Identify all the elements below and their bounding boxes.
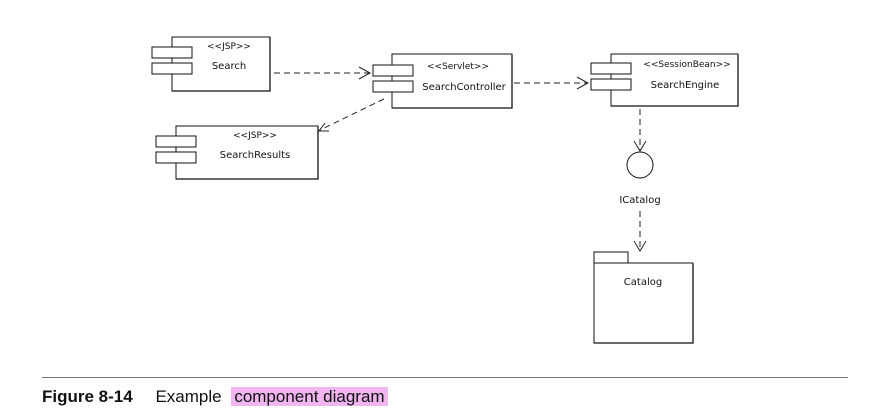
dependency-controller-to-results: [318, 98, 385, 132]
search-stereotype: <<JSP>>: [207, 42, 251, 52]
search-engine-name: SearchEngine: [651, 80, 720, 91]
search-engine-stereotype: <<SessionBean>>: [643, 60, 730, 70]
component-search-results: <<JSP>> SearchResults: [155, 125, 319, 180]
component-search-controller: <<Servlet>> SearchController: [372, 53, 513, 109]
search-results-name: SearchResults: [220, 150, 290, 161]
interface-name: ICatalog: [619, 195, 660, 206]
component-diagram: <<JSP>> Search <<JSP>> SearchResults <<S…: [151, 36, 739, 344]
package-name: Catalog: [624, 277, 662, 288]
caption-divider: [42, 377, 848, 378]
interface-icatalog: ICatalog: [619, 151, 661, 206]
figure-number: Figure 8-14: [42, 387, 133, 406]
figure-caption: Figure 8-14 Example component diagram: [42, 386, 388, 410]
package-catalog: Catalog: [593, 251, 694, 344]
dependency-engine-to-interface: [633, 109, 647, 152]
search-results-stereotype: <<JSP>>: [233, 131, 277, 141]
caption-highlight: component diagram: [231, 387, 388, 406]
search-controller-stereotype: <<Servlet>>: [427, 62, 489, 72]
search-controller-name: SearchController: [422, 82, 506, 93]
dependency-controller-to-engine: [514, 76, 590, 90]
component-search-engine: <<SessionBean>> SearchEngine: [590, 53, 739, 107]
dependency-interface-to-catalog: [633, 211, 647, 252]
dependency-search-to-controller: [274, 66, 372, 80]
caption-text: Example: [155, 387, 222, 406]
component-search: <<JSP>> Search: [151, 36, 271, 92]
search-name: Search: [212, 61, 246, 72]
